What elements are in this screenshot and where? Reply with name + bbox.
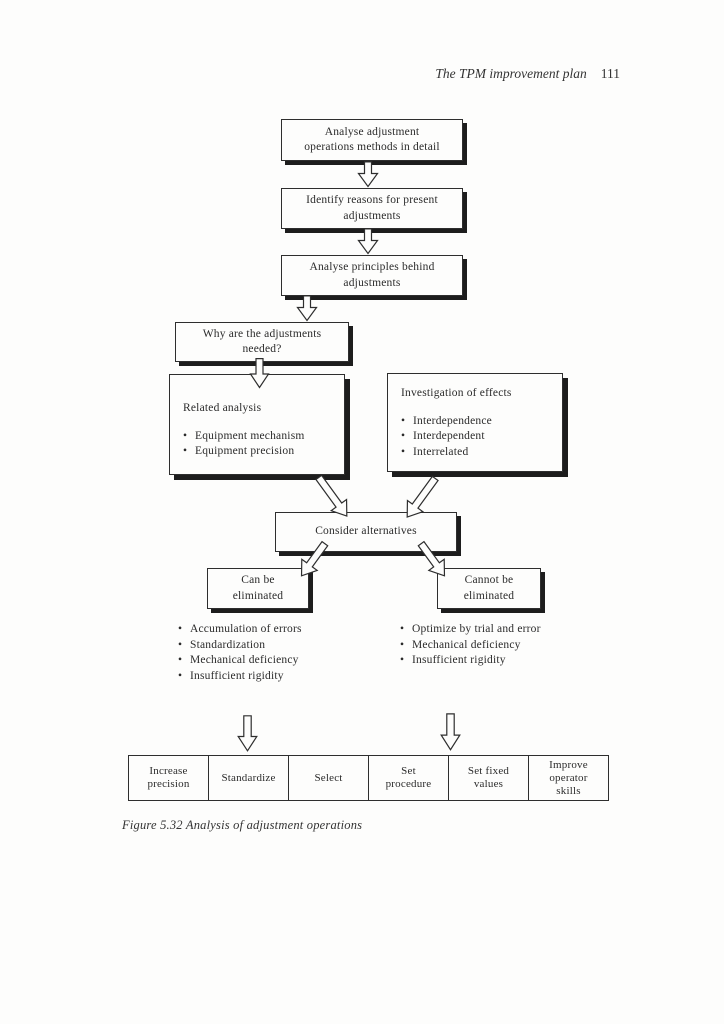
flow-arrow-down-icon bbox=[296, 295, 318, 322]
running-header-title: The TPM improvement plan bbox=[435, 66, 587, 81]
action-cell-set-procedure: Set procedure bbox=[368, 756, 448, 800]
can-be-eliminated-list: Accumulation of errors Standardization M… bbox=[178, 622, 348, 684]
flow-box-label: Consider alternatives bbox=[315, 525, 417, 538]
action-cell-increase-precision: Increase precision bbox=[147, 765, 190, 790]
flow-box-related-analysis: Related analysis Equipment mechanism Equ… bbox=[169, 374, 345, 475]
cannot-be-eliminated-list: Optimize by trial and error Mechanical d… bbox=[400, 622, 580, 669]
flow-arrow-down-right-icon bbox=[412, 537, 454, 584]
action-cell-select: Select bbox=[288, 756, 368, 800]
flow-arrow-down-icon bbox=[237, 715, 258, 752]
flow-box-identify-reasons: Identify reasons for present adjustments bbox=[281, 188, 463, 229]
running-header: The TPM improvement plan 111 bbox=[0, 66, 620, 82]
page-number: 111 bbox=[600, 66, 620, 81]
bullet-item: Insufficient rigidity bbox=[400, 653, 580, 669]
flow-box-can-be-eliminated: Can be eliminated bbox=[207, 568, 309, 609]
box-title: Related analysis bbox=[183, 402, 262, 414]
flow-box-analyse-methods: Analyse adjustment operations methods in… bbox=[281, 119, 463, 161]
flow-box-label: Identify reasons for present adjustments bbox=[306, 194, 438, 222]
bullet-item: Interrelated bbox=[401, 445, 552, 461]
flow-box-consider-alternatives: Consider alternatives bbox=[275, 512, 457, 552]
bullet-item: Equipment mechanism bbox=[183, 429, 334, 445]
flow-arrow-down-icon bbox=[440, 713, 461, 751]
bullet-item: Standardization bbox=[178, 638, 348, 654]
flow-box-label: Cannot be eliminated bbox=[463, 574, 515, 602]
flow-arrow-down-icon bbox=[357, 161, 379, 188]
flow-arrow-down-right-icon bbox=[309, 470, 356, 523]
flow-box-label: Analyse adjustment operations methods in… bbox=[304, 125, 440, 154]
bullet-item: Mechanical deficiency bbox=[400, 638, 580, 654]
bullet-item: Interdependence bbox=[401, 414, 552, 430]
flow-arrow-down-left-icon bbox=[292, 537, 334, 584]
bullet-item: Insufficient rigidity bbox=[178, 669, 348, 685]
investigation-bullet-list: Interdependence Interdependent Interrela… bbox=[401, 414, 552, 461]
bullet-item: Accumulation of errors bbox=[178, 622, 348, 638]
action-cell-standardize: Standardize bbox=[208, 756, 288, 800]
box-title: Investigation of effects bbox=[401, 387, 512, 399]
action-cell-improve-operator-skills: Improve operator skills bbox=[528, 756, 608, 800]
bullet-item: Equipment precision bbox=[183, 444, 334, 460]
flow-box-cannot-be-eliminated: Cannot be eliminated bbox=[437, 568, 541, 609]
figure-caption: Figure 5.32 Analysis of adjustment opera… bbox=[122, 818, 363, 832]
flow-box-investigation-effects: Investigation of effects Interdependence… bbox=[387, 373, 563, 472]
flow-arrow-down-icon bbox=[357, 228, 379, 255]
related-analysis-bullet-list: Equipment mechanism Equipment precision bbox=[183, 429, 334, 460]
flow-box-label: Can be eliminated bbox=[232, 574, 284, 602]
action-cell-set-fixed-values: Set fixed values bbox=[448, 756, 528, 800]
flow-box-why-needed: Why are the adjustments needed? bbox=[175, 322, 349, 362]
bullet-item: Mechanical deficiency bbox=[178, 653, 348, 669]
flow-box-label: Why are the adjustments needed? bbox=[202, 327, 322, 356]
flow-arrow-down-left-icon bbox=[397, 471, 444, 524]
action-strip: Increase precision Standardize Select Se… bbox=[128, 755, 609, 801]
flow-box-label: Analyse principles behind adjustments bbox=[309, 261, 435, 289]
flow-arrow-down-icon bbox=[249, 358, 270, 389]
bullet-item: Optimize by trial and error bbox=[400, 622, 580, 638]
bullet-item: Interdependent bbox=[401, 429, 552, 445]
flow-box-analyse-principles: Analyse principles behind adjustments bbox=[281, 255, 463, 296]
